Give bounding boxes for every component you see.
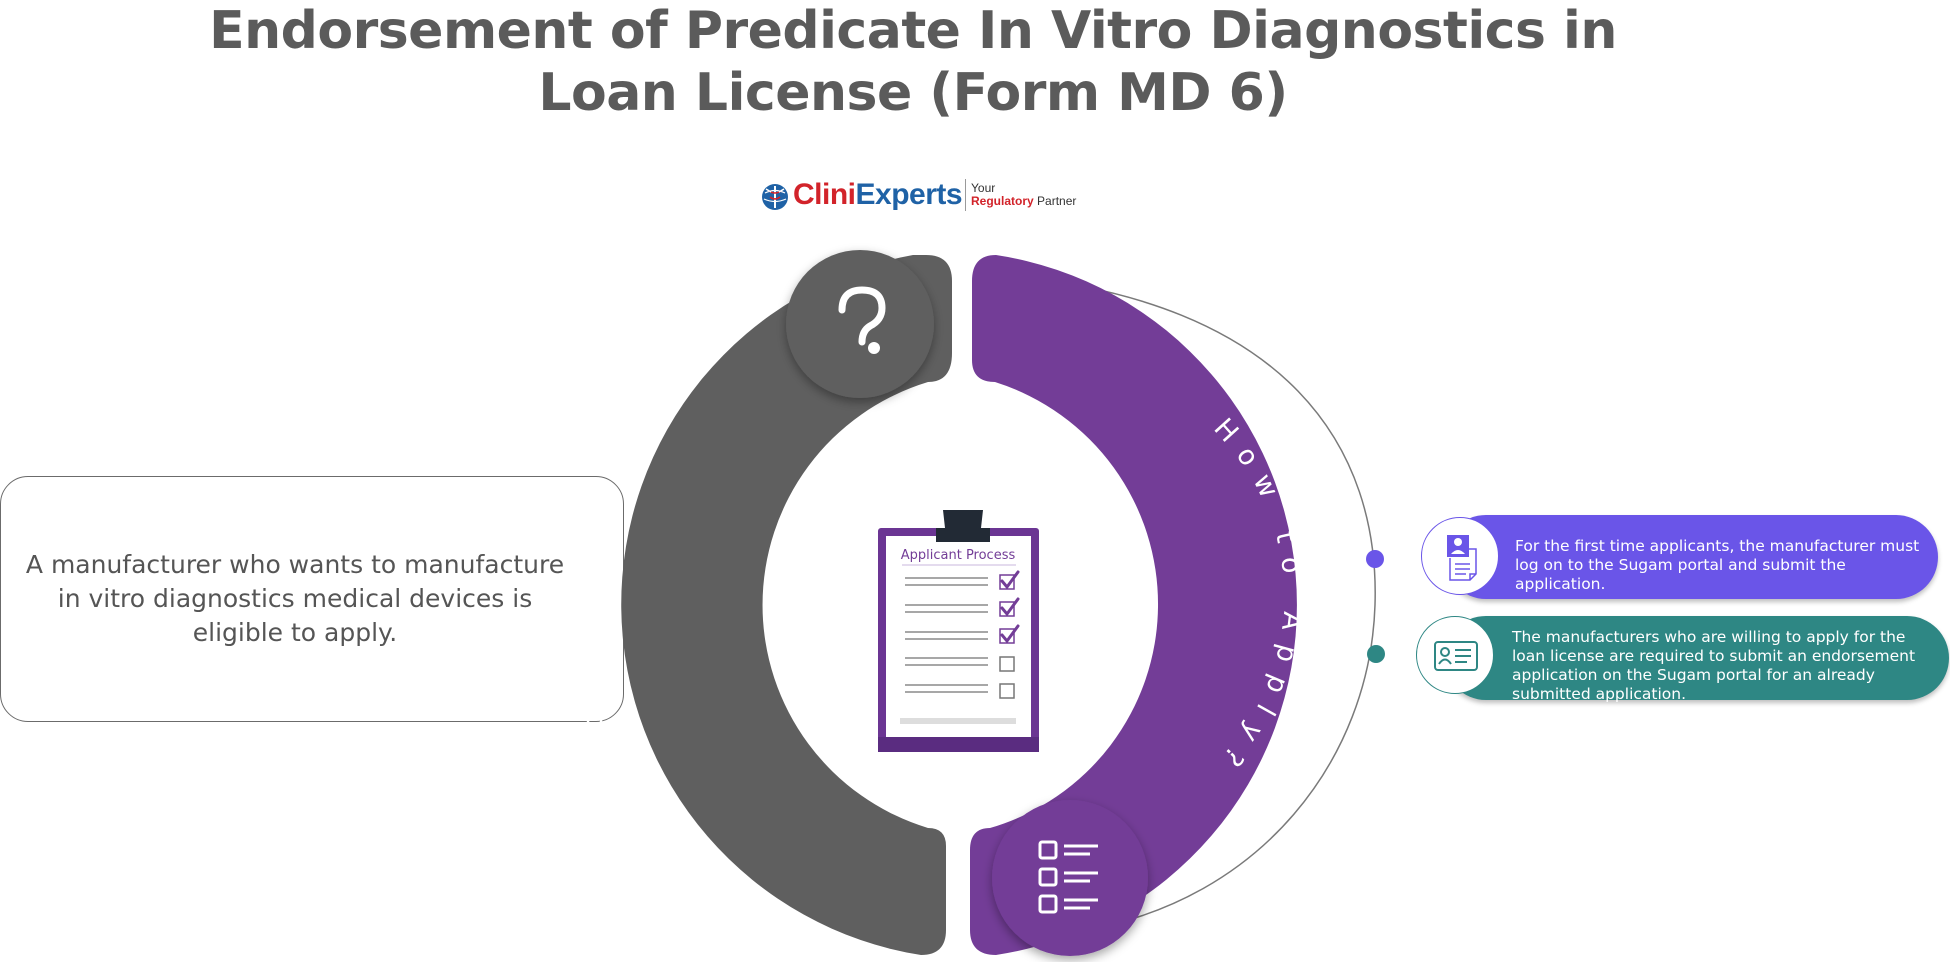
step-2-pill (1444, 616, 1949, 700)
step-1-dot (1366, 550, 1384, 568)
question-badge (786, 250, 934, 398)
title-line-1: Endorsement of Predicate In Vitro Diagno… (209, 1, 1617, 61)
logo-wordmark-clini: Clini (793, 178, 856, 211)
step-2-text: The manufacturers who are willing to app… (1512, 628, 1916, 703)
clipboard-illustration: Applicant Process (878, 510, 1039, 752)
caduceus-globe-icon (762, 184, 788, 210)
step-1-pill (1444, 515, 1938, 599)
logo-tagline: Your Regulatory Partner (971, 182, 1076, 208)
step-2-icon-circle (1416, 616, 1494, 694)
checklist-icon (1038, 840, 1098, 914)
logo-wordmark: CliniExperts (793, 178, 963, 212)
logo-tagline-partner: Partner (1037, 194, 1077, 208)
checkbox-unchecked (999, 656, 1015, 672)
logo-tagline-regulatory: Regulatory (971, 194, 1034, 208)
who-can-apply-box (0, 476, 624, 722)
checklist-lines (905, 577, 988, 693)
logo-tagline-your: Your (971, 181, 996, 195)
step-1-text: For the first time applicants, the manuf… (1515, 537, 1920, 593)
document-user-icon (1447, 535, 1477, 581)
checklist-badge (992, 800, 1148, 956)
title-line-2: Loan License (Form MD 6) (538, 63, 1288, 123)
page-title: Endorsement of Predicate In Vitro Diagno… (170, 0, 1656, 124)
logo-wordmark-experts: Experts (855, 178, 963, 211)
how-to-apply-arc (970, 255, 1297, 955)
clipboard-title: Applicant Process (901, 548, 1016, 563)
cliniexperts-logo: CliniExperts Your Regulatory Partner (757, 174, 1077, 216)
step-2-dot (1367, 645, 1385, 663)
who-can-apply-text: A manufacturer who wants to manufacture … (25, 550, 565, 647)
logo-divider (965, 179, 966, 211)
connector-line (999, 274, 1376, 931)
checkbox-unchecked (999, 683, 1015, 699)
id-card-icon (1434, 641, 1478, 671)
who-can-apply-arc (621, 255, 952, 955)
step-1-icon-circle (1421, 517, 1499, 595)
question-mark-icon (838, 286, 886, 354)
checkmark-icons (1000, 570, 1020, 644)
